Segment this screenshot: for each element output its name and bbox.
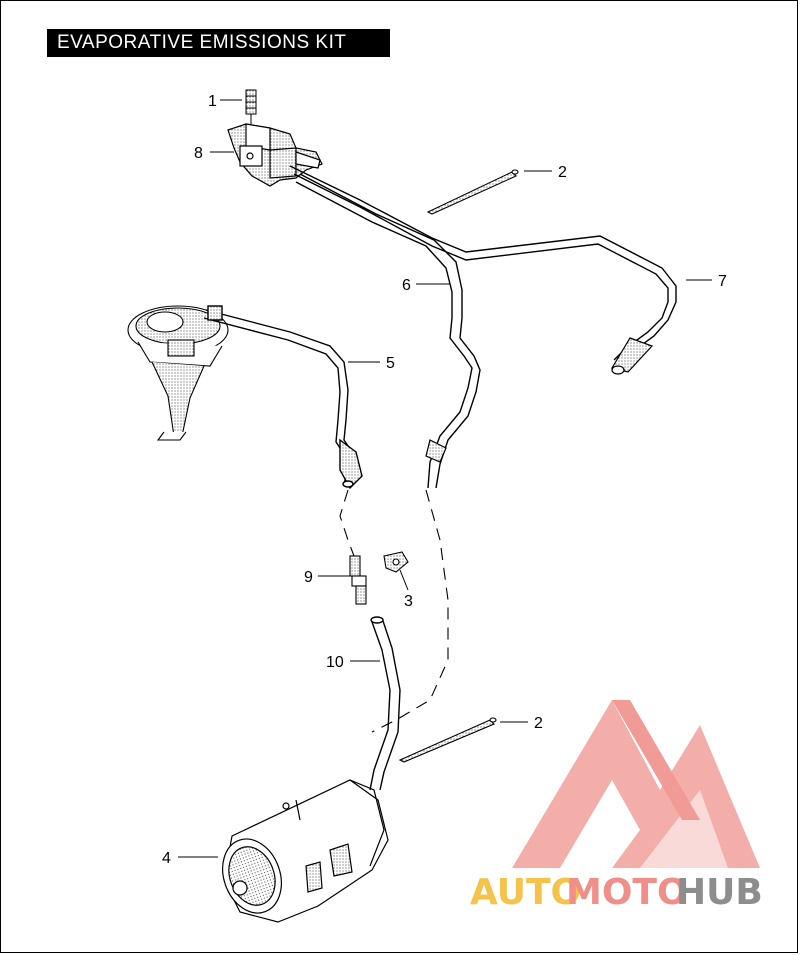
clamp-part-3 — [383, 551, 409, 573]
callout-labels: 1 8 2 6 7 5 9 3 10 2 4 — [162, 93, 727, 867]
watermark-auto: AUTO — [470, 872, 581, 913]
watermark-logo — [512, 700, 760, 868]
hose-5 — [203, 305, 363, 490]
cable-tie-lower — [398, 717, 497, 763]
fitting-part-9 — [349, 555, 367, 605]
dashed-routing-lines — [339, 489, 449, 733]
charcoal-canister — [222, 779, 389, 923]
callout-3: 3 — [404, 593, 413, 610]
callout-5: 5 — [386, 355, 395, 372]
fuel-pump-module — [127, 305, 229, 441]
callout-2-upper: 2 — [558, 164, 567, 181]
watermark-hub: HUB — [676, 872, 763, 913]
hose-10 — [369, 616, 401, 791]
callout-8: 8 — [194, 145, 203, 162]
callout-4: 4 — [162, 850, 171, 867]
hose-6-7-routing — [289, 165, 677, 489]
callout-10: 10 — [326, 654, 344, 671]
callout-9: 9 — [304, 569, 313, 586]
callout-6: 6 — [402, 277, 411, 294]
hose-6-bend-marker — [425, 439, 447, 463]
callout-1: 1 — [208, 93, 217, 110]
cable-tie-upper — [426, 169, 519, 215]
watermark-moto: MOTO — [566, 872, 688, 913]
leader-lines — [178, 99, 712, 858]
vent-valve-part — [227, 123, 323, 187]
screw-part — [245, 89, 257, 124]
diagram-title: EVAPORATIVE EMISSIONS KIT — [47, 29, 390, 57]
callout-7: 7 — [718, 273, 727, 290]
hose-7-end-cap — [611, 337, 654, 375]
watermark-text: AUTO MOTO HUB — [470, 872, 763, 913]
callout-2-lower: 2 — [534, 715, 543, 732]
